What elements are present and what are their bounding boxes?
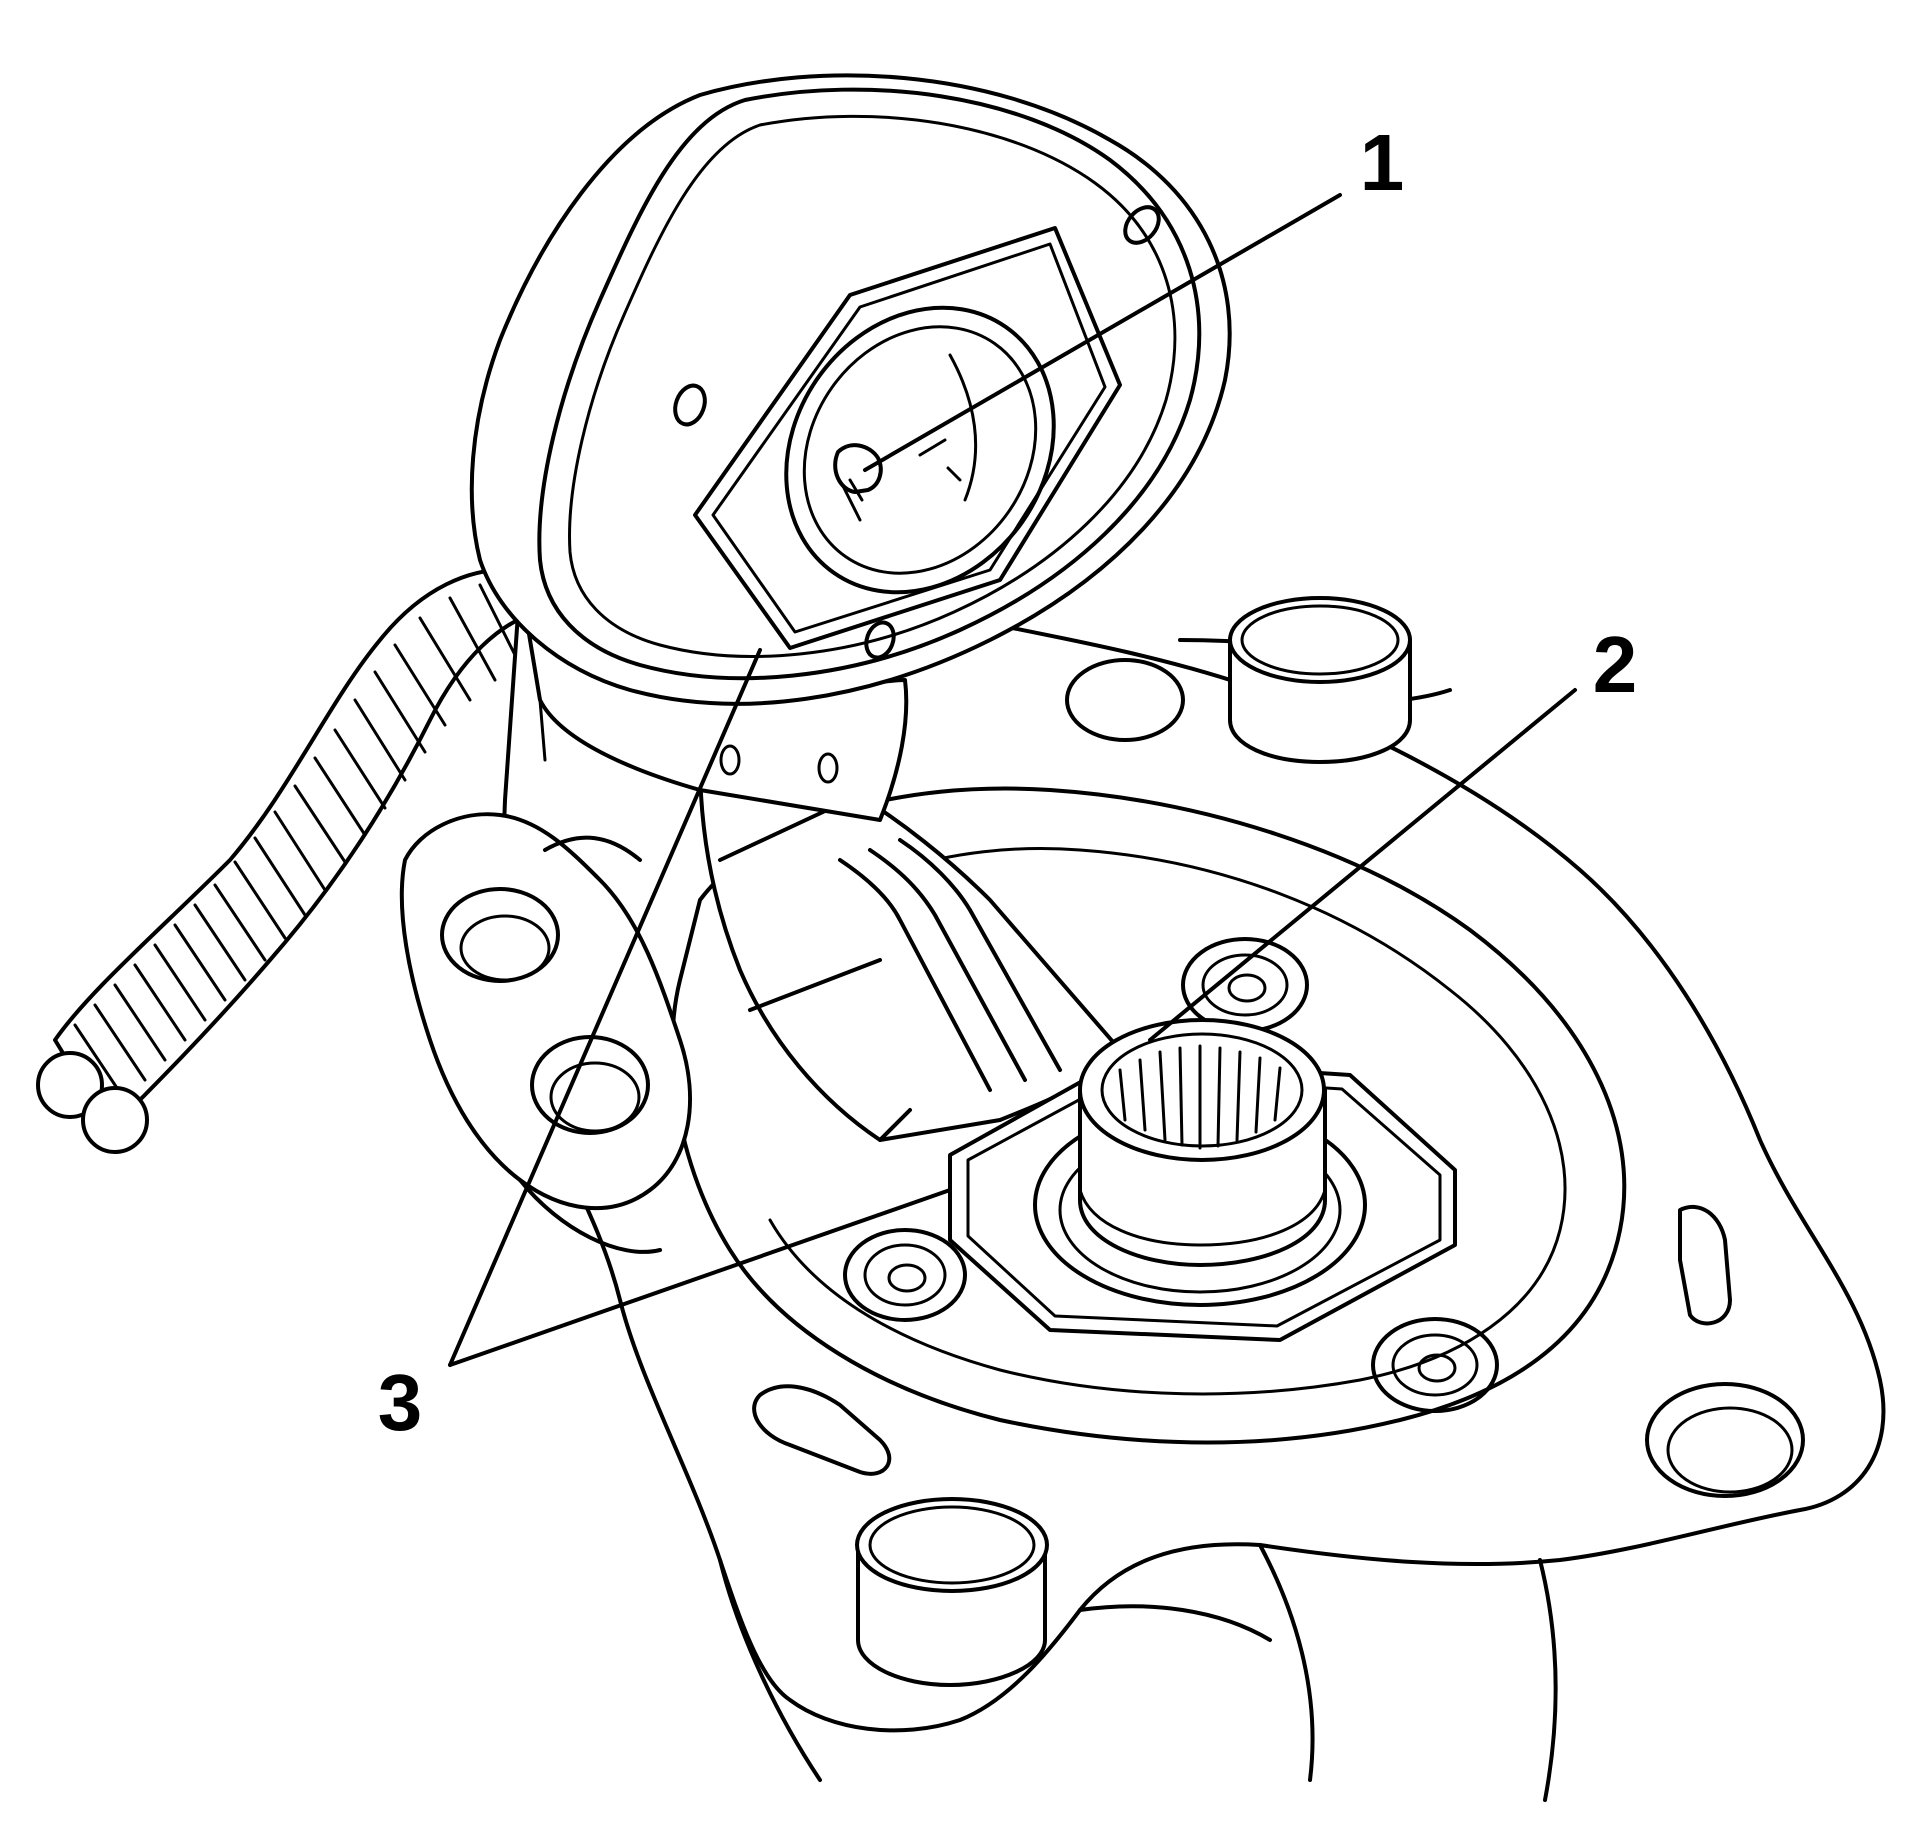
callout-leaders bbox=[448, 193, 1577, 1367]
housing-cavity bbox=[698, 750, 1122, 1142]
flange-boss bbox=[1065, 658, 1185, 742]
alignment-dowel-bottom bbox=[855, 1497, 1049, 1687]
bolt-hole bbox=[843, 1228, 967, 1322]
flange-slot bbox=[752, 1384, 892, 1476]
output-shaft-seal bbox=[948, 1018, 1457, 1342]
speed-sensor-cover bbox=[469, 73, 1232, 706]
housing-fasteners bbox=[752, 596, 1805, 1687]
callout-3: 3 bbox=[378, 1358, 423, 1447]
mount-hole-right bbox=[1645, 1382, 1805, 1498]
mounting-bracket bbox=[399, 812, 692, 1254]
callout-1: 1 bbox=[1360, 118, 1405, 207]
leader-line-2 bbox=[1148, 688, 1577, 1042]
leader-line-3a bbox=[448, 648, 762, 1367]
leader-line-1 bbox=[863, 193, 1342, 472]
flange-slot bbox=[1678, 1204, 1732, 1326]
bolt-hole bbox=[1371, 1317, 1499, 1413]
wiring-conduit bbox=[36, 567, 547, 1154]
callout-labels: 1 2 3 bbox=[378, 118, 1638, 1447]
callout-2: 2 bbox=[1593, 620, 1638, 709]
leader-line-3b bbox=[448, 1188, 952, 1367]
alignment-dowel-top bbox=[1228, 596, 1412, 764]
